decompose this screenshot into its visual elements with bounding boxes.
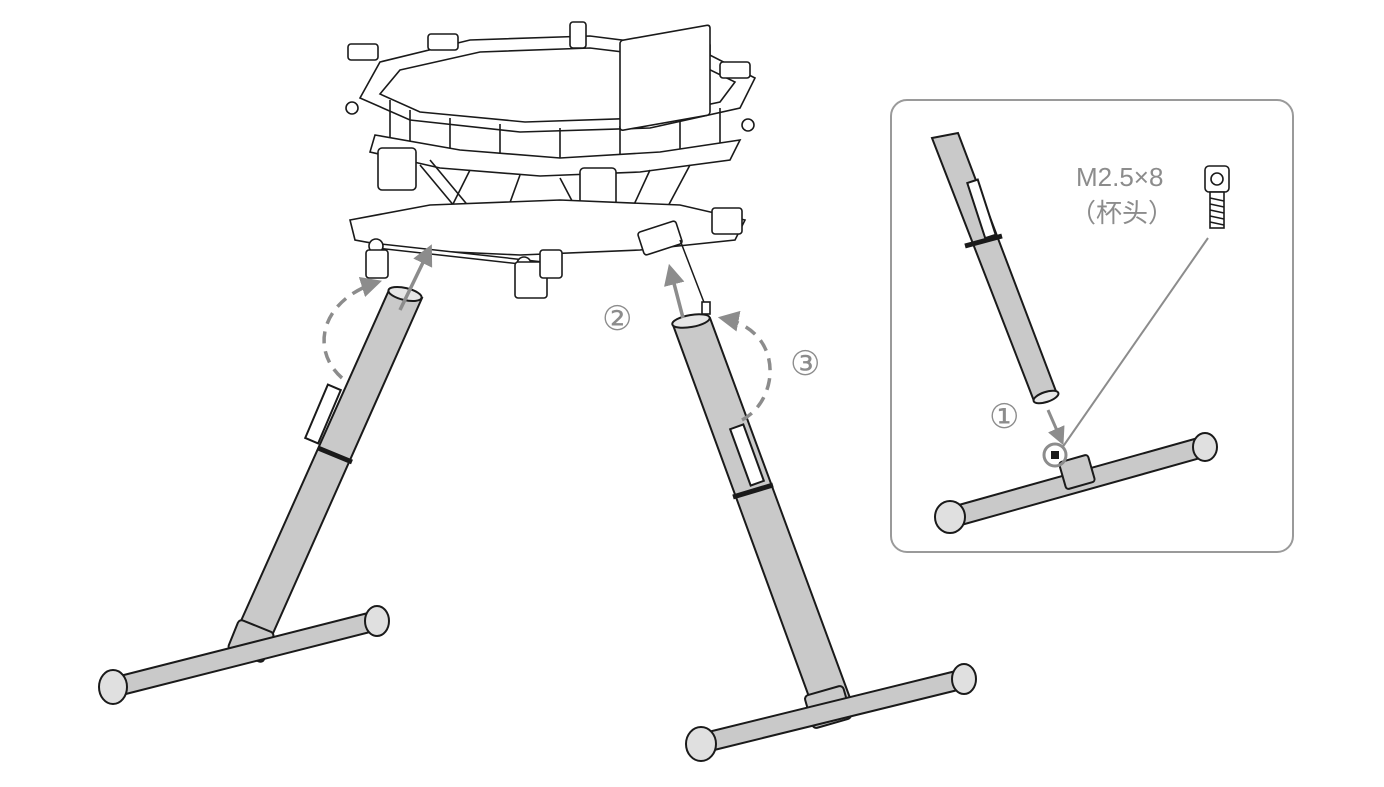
screw-leader-line (1061, 237, 1209, 449)
socket-center (514, 261, 548, 299)
drone-frame (345, 21, 757, 315)
arrow-insert-right (664, 263, 685, 319)
cable-clip-left (303, 383, 343, 445)
step-label-1: ① (989, 397, 1020, 437)
cable-connector (701, 301, 711, 315)
tube-band-right (732, 482, 774, 500)
arrow-dashed-right (717, 310, 772, 422)
cable (679, 239, 706, 306)
screw-hole (1051, 451, 1059, 459)
socket-right (637, 220, 683, 256)
inset-cable-clip (966, 178, 997, 240)
foot-cap-left-a (98, 669, 128, 705)
cable-clip-right (728, 423, 766, 487)
gimbal-connector (711, 207, 743, 235)
foot-cap-left-b (364, 605, 390, 637)
middle-plate (368, 134, 742, 177)
screw-spec-label: M2.5×8 (1076, 162, 1164, 192)
inset-t-connector (1058, 454, 1096, 490)
leg-tube-left (234, 288, 424, 642)
inset-foot-cap-a (934, 500, 966, 534)
foot-cap-right-b (951, 663, 977, 695)
foot-cap-right-a (685, 726, 717, 762)
leg-tube-right (671, 316, 852, 707)
landing-leg-left (98, 286, 424, 705)
inset-panel (890, 99, 1294, 553)
inset-arrow-insert (1046, 409, 1065, 446)
socket-center-right (539, 249, 563, 279)
mount-bracket-left (377, 147, 417, 191)
side-panel (619, 24, 711, 132)
screw-icon (1204, 165, 1230, 229)
arrow-dashed-left (322, 276, 383, 380)
inset-foot-cap-b (1192, 432, 1218, 462)
arrow-insert-left (398, 244, 433, 311)
landing-leg-right (671, 313, 977, 762)
inset-tube-band (964, 233, 1003, 249)
assembly-arrows (322, 244, 772, 422)
step-label-2: ② (602, 299, 633, 339)
socket-left (365, 249, 389, 279)
step-label-3: ③ (790, 344, 821, 384)
tube-band-left (317, 445, 353, 465)
screw-type-label: （杯头） (1070, 198, 1175, 228)
